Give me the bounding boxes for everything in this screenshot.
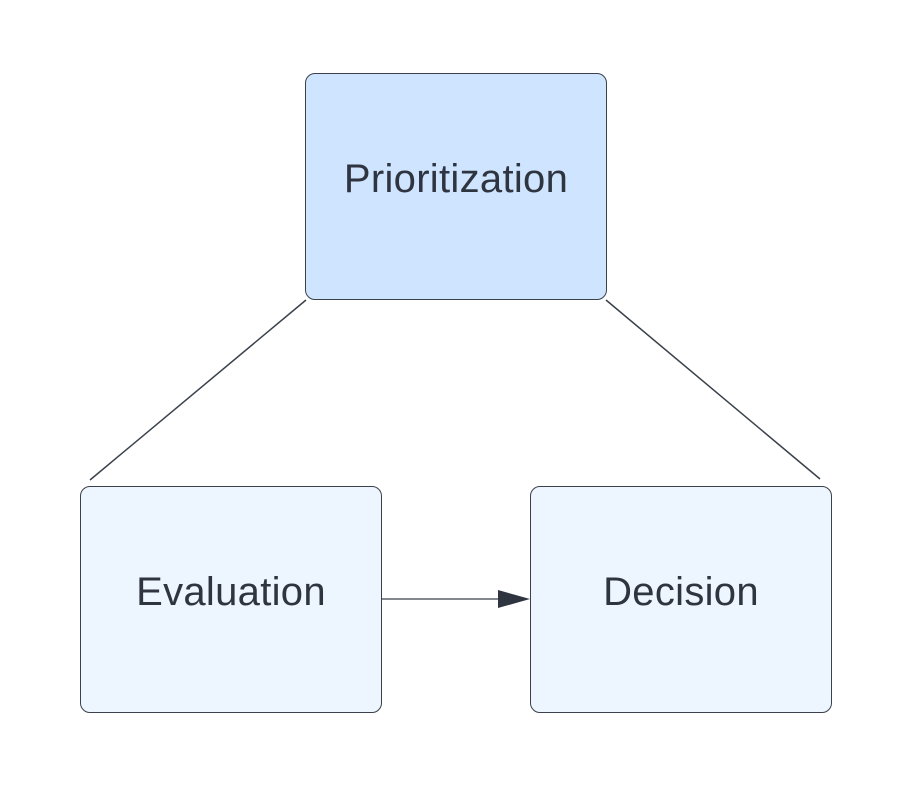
edge-prioritization-decision	[605, 299, 821, 480]
node-label-decision: Decision	[603, 570, 759, 614]
node-label-evaluation: Evaluation	[136, 570, 326, 614]
node-prioritization[interactable]: Prioritization	[305, 73, 607, 300]
edge-prioritization-evaluation	[89, 299, 307, 481]
node-decision[interactable]: Decision	[530, 486, 832, 713]
arrowhead-icon	[498, 590, 530, 608]
node-evaluation[interactable]: Evaluation	[80, 486, 382, 713]
node-label-prioritization: Prioritization	[343, 157, 569, 201]
